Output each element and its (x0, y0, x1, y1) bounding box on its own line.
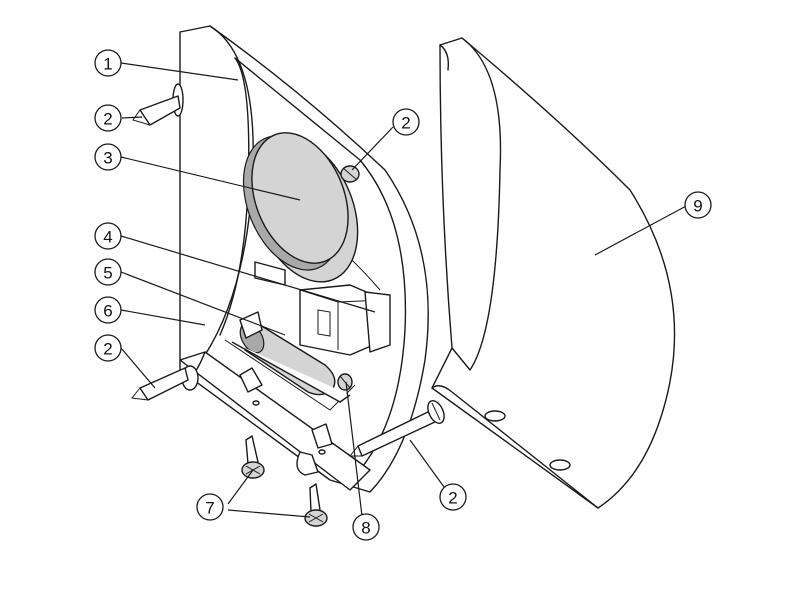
callout-4: 4 (94, 222, 122, 250)
holder-bracket (254, 261, 391, 356)
callout-2-top-left: 2 (94, 104, 122, 132)
callout-3: 3 (94, 143, 122, 171)
svg-text:2: 2 (103, 340, 112, 359)
callout-9: 9 (684, 191, 712, 219)
callout-5: 5 (94, 258, 122, 286)
svg-text:3: 3 (103, 149, 112, 168)
screw-small-inner (337, 373, 353, 391)
callout-6: 6 (94, 296, 122, 324)
disc-element (242, 132, 359, 283)
svg-text:8: 8 (361, 519, 370, 538)
callout-2-bottom-right: 2 (439, 483, 467, 511)
svg-text:2: 2 (401, 114, 410, 133)
svg-text:5: 5 (103, 264, 112, 283)
svg-text:9: 9 (693, 197, 702, 216)
svg-text:2: 2 (448, 489, 457, 508)
screw-top-left (132, 95, 181, 126)
callout-1: 1 (94, 49, 122, 77)
screw-long-right (348, 400, 445, 457)
svg-text:2: 2 (103, 110, 112, 129)
wood-screw-2 (304, 483, 328, 527)
svg-text:1: 1 (103, 55, 112, 74)
svg-text:4: 4 (103, 228, 112, 247)
screw-top-inner (340, 165, 360, 183)
front-cover (431, 37, 676, 509)
callout-7: 7 (196, 493, 224, 521)
svg-text:6: 6 (103, 302, 112, 321)
screw-bottom-left (131, 367, 189, 401)
leader-lines (120, 62, 689, 518)
callout-2-top-right: 2 (392, 108, 420, 136)
svg-text:7: 7 (205, 499, 214, 518)
wood-screw-1 (241, 435, 265, 479)
callout-2-bottom-left: 2 (94, 334, 122, 362)
callout-8: 8 (352, 513, 380, 541)
battery-cylinder (231, 311, 351, 403)
